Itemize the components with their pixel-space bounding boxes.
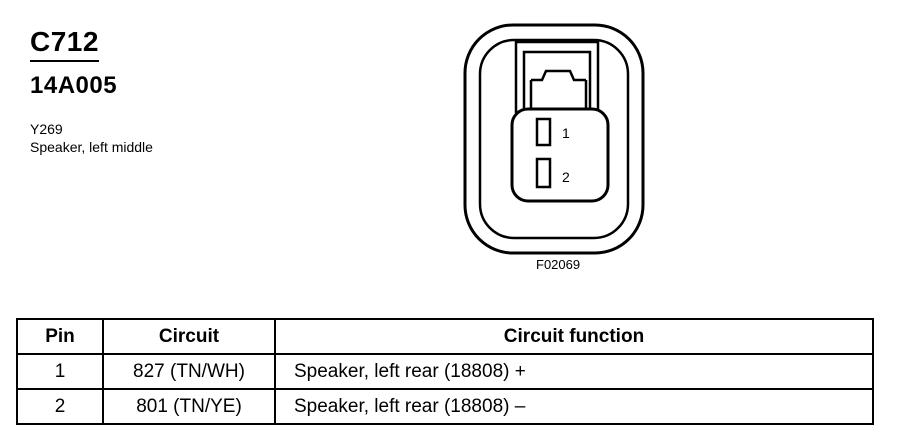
header-circuit: Circuit	[102, 318, 276, 355]
latch-tab	[531, 69, 586, 82]
pin-1-label: 1	[562, 125, 570, 141]
cell-circuit: 827 (TN/WH)	[102, 353, 276, 390]
housing-outer	[463, 23, 645, 255]
cell-pin: 1	[16, 353, 104, 390]
cell-circuit: 801 (TN/YE)	[102, 388, 276, 425]
connector-id: C712	[30, 26, 99, 62]
pin-cavity-body	[510, 107, 610, 203]
header-pin: Pin	[16, 318, 104, 355]
connector-face-diagram: 1 2	[463, 23, 645, 255]
part-number: 14A005	[30, 72, 118, 99]
figure-id: F02069	[536, 257, 581, 272]
table-row: 1 827 (TN/WH) Speaker, left rear (18808)…	[16, 353, 874, 390]
connector-description: Speaker, left middle	[30, 139, 153, 155]
pin-2-terminal	[535, 157, 552, 189]
table-header-row: Pin Circuit Circuit function	[16, 318, 874, 355]
pin-2-label: 2	[562, 169, 570, 185]
cell-function: Speaker, left rear (18808) +	[274, 353, 874, 390]
connector-header: C712 14A005 Y269 Speaker, left middle	[30, 26, 330, 156]
cell-pin: 2	[16, 388, 104, 425]
housing-inner	[478, 38, 630, 240]
pin-table: Pin Circuit Circuit function 1 827 (TN/W…	[16, 318, 874, 425]
header-function: Circuit function	[274, 318, 874, 355]
pin-1-terminal	[535, 117, 552, 147]
table-row: 2 801 (TN/YE) Speaker, left rear (18808)…	[16, 388, 874, 425]
cell-function: Speaker, left rear (18808) –	[274, 388, 874, 425]
reference-code: Y269	[30, 121, 63, 137]
